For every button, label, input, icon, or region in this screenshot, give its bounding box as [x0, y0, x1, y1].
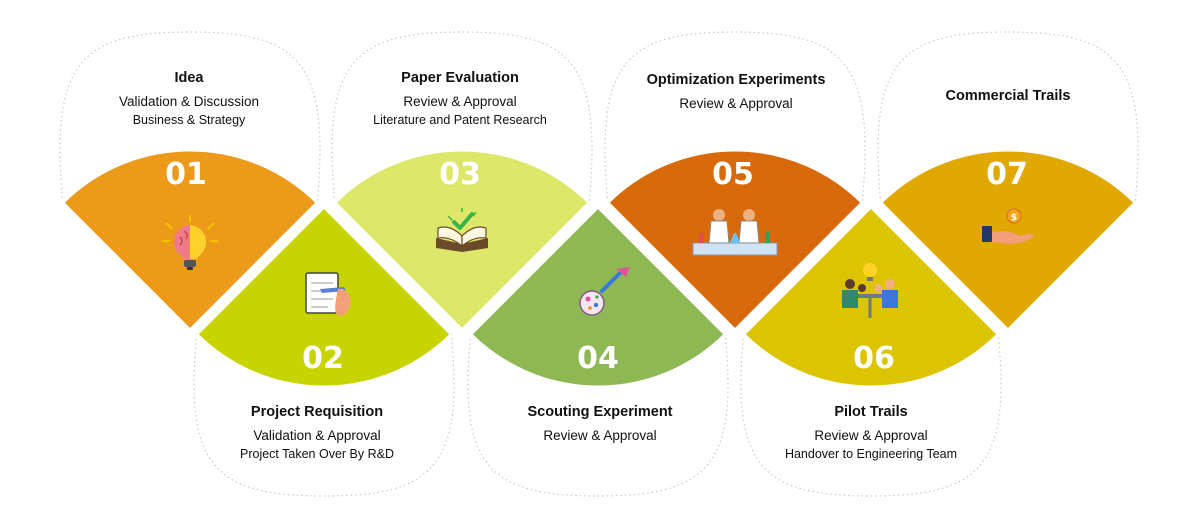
stage-06-line-2: Handover to Engineering Team — [784, 447, 958, 461]
stage-number: 03 — [439, 157, 481, 192]
stage-05-line-1: Review & Approval — [679, 96, 793, 111]
stage-02-line-2: Project Taken Over By R&D — [240, 447, 394, 461]
stage-outline — [740, 334, 1002, 497]
stage-04-text: Scouting Experiment Review & Approval — [475, 403, 725, 445]
notepad-pen-icon — [305, 272, 351, 316]
stage-01-text: Idea Validation & Discussion Business & … — [64, 69, 314, 130]
stage-01-line-2: Business & Strategy — [132, 113, 246, 127]
stage-05-title: Optimization Experiments — [646, 72, 826, 88]
stage-outline — [193, 334, 455, 497]
stage-01-line-1: Validation & Discussion — [118, 94, 260, 109]
stage-03-line-2: Literature and Patent Research — [373, 113, 547, 127]
stage-02-title: Project Requisition — [250, 404, 384, 420]
open-book-check-icon — [436, 208, 488, 252]
lightbulb-brain-icon — [162, 215, 218, 270]
svg-text:$: $ — [1011, 213, 1017, 223]
stage-number: 07 — [986, 157, 1028, 192]
stage-03-title: Paper Evaluation — [401, 70, 519, 86]
stage-number: 01 — [165, 157, 207, 192]
stage-06-line-1: Review & Approval — [814, 428, 928, 443]
stage-outline — [467, 334, 729, 497]
stage-03-text: Paper Evaluation Review & Approval Liter… — [335, 69, 585, 130]
microscope-icon — [579, 267, 630, 316]
stage-04-line-1: Review & Approval — [543, 428, 657, 443]
stage-02-text: Project Requisition Validation & Approva… — [192, 403, 442, 464]
stage-number: 06 — [853, 341, 895, 376]
stage-06-text: Pilot Trails Review & Approval Handover … — [746, 403, 996, 464]
stage-01-title: Idea — [174, 70, 204, 86]
stage-06-title: Pilot Trails — [834, 404, 908, 420]
stage-number: 04 — [577, 341, 619, 376]
hand-coin-icon: $ — [982, 208, 1034, 244]
stage-number: 02 — [302, 341, 344, 376]
stage-number: 05 — [712, 157, 754, 192]
team-meeting-icon — [842, 263, 898, 318]
scientists-lab-icon — [692, 209, 778, 256]
stage-07-title: Commercial Trails — [945, 88, 1071, 104]
stage-03-line-1: Review & Approval — [403, 94, 517, 109]
stage-02-line-1: Validation & Approval — [253, 428, 381, 443]
stage-05-text: Optimization Experiments Review & Approv… — [611, 71, 861, 113]
stage-07-text: Commercial Trails — [883, 87, 1133, 110]
stage-04-title: Scouting Experiment — [527, 404, 673, 420]
